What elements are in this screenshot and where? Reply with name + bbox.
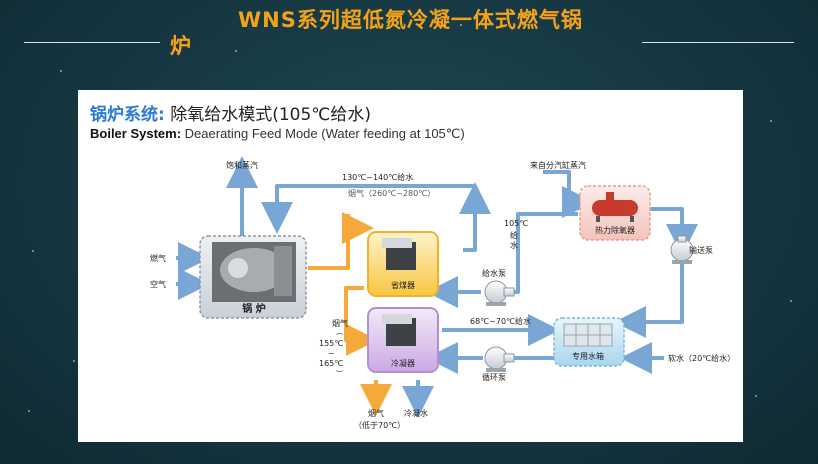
circulation-pump-label: 循环泵 (482, 372, 506, 382)
water-68-70-label: 68℃~70℃给水 (470, 316, 531, 326)
deaerator-unit: 热力除氧器 (579, 185, 651, 241)
temp-tilde-label: ~ (328, 349, 335, 358)
feed-105-label-3: 水 (510, 240, 518, 250)
air-label: 空气 (150, 279, 166, 289)
flue-gas-pipes (308, 212, 392, 416)
transfer-pump-label: 输送泵 (689, 245, 713, 255)
water-pipes (176, 156, 698, 418)
decorative-line-left (24, 42, 160, 43)
flue-260-280-label: 烟气（260℃~280℃） (348, 188, 435, 198)
panel-subheading-label: Boiler System: (90, 126, 182, 141)
feed-105-label-1: 105℃ (504, 219, 528, 228)
flue-vertical-paren-close: ︶ (336, 369, 343, 378)
panel-subheading-text: Deaerating Feed Mode (Water feeding at 1… (181, 126, 465, 141)
boiler-unit: 锅 炉 (199, 235, 307, 319)
feed-pump (484, 280, 515, 306)
economizer-label: 省煤器 (391, 280, 415, 290)
steam-from-header-label: 来自分汽缸蒸汽 (530, 160, 586, 170)
flue-out-label: 烟气 (368, 408, 384, 418)
panel-heading: 锅炉系统: 除氧给水模式(105℃给水) (90, 100, 371, 125)
process-flow-diagram: 锅 炉 省煤器 冷凝器 热力除氧器 (150, 156, 735, 430)
feedwater-130-140-label: 130℃~140℃给水 (342, 172, 413, 182)
panel-heading-text: 除氧给水模式(105℃给水) (164, 105, 372, 125)
circulation-pump (484, 346, 515, 372)
boiler-label: 锅 炉 (242, 302, 265, 315)
feed-pump-label: 给水泵 (482, 268, 506, 278)
temp-165-label: 165℃ (319, 359, 343, 368)
panel-subheading: Boiler System: Deaerating Feed Mode (Wat… (90, 126, 465, 142)
diagram-panel: 锅炉系统: 除氧给水模式(105℃给水) Boiler System: Deae… (78, 90, 743, 442)
temp-155-label: 155℃ (319, 339, 343, 348)
flue-vertical-label: 烟气 (332, 318, 348, 328)
condenser-unit: 冷凝器 (367, 307, 439, 373)
water-tank-label: 专用水箱 (572, 351, 604, 361)
deaerator-label: 热力除氧器 (595, 225, 635, 235)
condensate-label: 冷凝水 (404, 408, 428, 418)
flue-out-temp-label: （低于70℃） (354, 420, 405, 430)
soft-water-label: 软水（20℃给水） (668, 353, 735, 363)
fuel-gas-label: 燃气 (150, 253, 166, 263)
transfer-pump (670, 235, 694, 264)
condenser-label: 冷凝器 (391, 358, 415, 368)
feed-105-label-2: 给 (510, 230, 518, 240)
slide-title: WNS系列超低氮冷凝一体式燃气锅 (238, 8, 583, 32)
slide-title-continued: 炉 (170, 34, 191, 58)
decorative-line-right (642, 42, 794, 43)
saturated-steam-label: 饱和蒸汽 (226, 160, 258, 170)
economizer-unit: 省煤器 (367, 231, 439, 297)
water-tank-unit: 专用水箱 (553, 317, 625, 367)
flue-vertical-paren: ︵ (336, 328, 343, 336)
panel-heading-label: 锅炉系统: (90, 105, 165, 125)
